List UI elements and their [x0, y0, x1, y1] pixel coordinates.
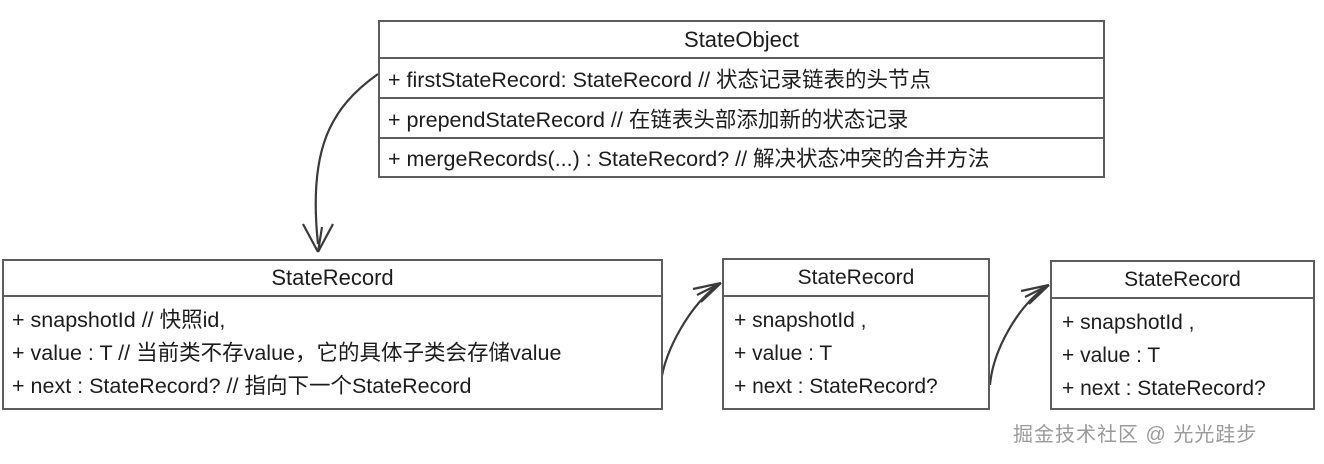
class-member-snapshot-id: + snapshotId , — [1062, 311, 1195, 334]
class-members-state-record-middle: + snapshotId , + value : T + next : Stat… — [724, 295, 988, 408]
class-member-value: + value : T — [1062, 344, 1161, 367]
class-box-state-record-right[interactable]: StateRecord + snapshotId , + value : T +… — [1050, 260, 1315, 410]
class-member-next: + next : StateRecord? // 指向下一个StateRecor… — [12, 374, 472, 398]
class-member-next: + next : StateRecord? — [734, 375, 938, 398]
watermark-text: 掘金技术社区 @ 光光跬步 — [1013, 424, 1258, 446]
class-title-state-record-detail: StateRecord — [271, 265, 394, 290]
class-box-state-record-detail[interactable]: StateRecord + snapshotId // 快照id, + valu… — [2, 259, 663, 410]
class-member-prepend-state-record: + prependStateRecord // 在链表头部添加新的状态记录 — [380, 97, 1103, 137]
edge-state-object-to-state-record — [302, 73, 379, 253]
class-member-snapshot-id: + snapshotId // 快照id, — [12, 308, 226, 332]
class-member-first-state-record: + firstStateRecord: StateRecord // 状态记录链… — [380, 57, 1103, 97]
edge-next-record-to-last-record — [988, 283, 1050, 386]
class-title-state-object: StateObject — [684, 26, 799, 52]
class-title-state-record-right: StateRecord — [1124, 267, 1241, 291]
class-title-state-record-middle: StateRecord — [797, 265, 915, 289]
class-box-state-object[interactable]: StateObject + firstStateRecord: StateRec… — [378, 20, 1105, 178]
class-box-state-record-middle[interactable]: StateRecord + snapshotId , + value : T +… — [722, 258, 990, 410]
class-member-value: + value : T — [734, 342, 833, 365]
edge-state-record-to-next-record — [659, 281, 722, 383]
class-member-snapshot-id: + snapshotId , — [734, 309, 867, 332]
class-member-value: + value : T // 当前类不存value，它的具体子类会存储value — [12, 341, 562, 365]
class-member-merge-records: + mergeRecords(...) : StateRecord? // 解决… — [380, 137, 1103, 176]
class-member-next: + next : StateRecord? — [1062, 377, 1266, 400]
class-members-state-record-detail: + snapshotId // 快照id, + value : T // 当前类… — [4, 295, 661, 408]
class-members-state-record-right: + snapshotId , + value : T + next : Stat… — [1052, 297, 1313, 408]
